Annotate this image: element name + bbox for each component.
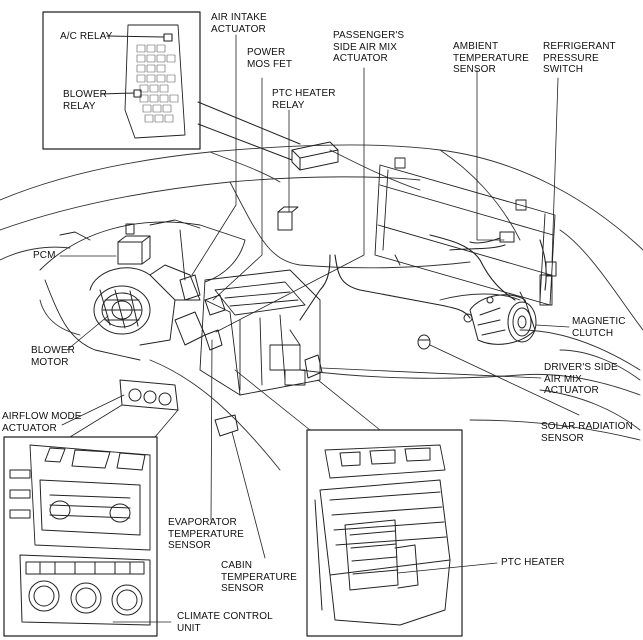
climate-control-unit-inset <box>3 436 158 637</box>
label-ac-relay: A/C RELAY <box>60 31 113 42</box>
dashboard-outline <box>39 219 246 361</box>
label-refrigerant-pressure-switch: REFRIGERANT PRESSURE SWITCH <box>543 41 616 75</box>
label-climate-control-unit: CLIMATE CONTROL UNIT <box>177 611 273 634</box>
refrigerant-lines <box>299 234 547 321</box>
airflow-mode-actuator <box>174 311 206 346</box>
air-intake-actuator <box>179 274 201 301</box>
pcm-module <box>117 223 151 265</box>
label-passengers-side-air-mix-actuator: PASSENGER'S SIDE AIR MIX ACTUATOR <box>333 30 405 64</box>
label-blower-relay: BLOWER RELAY <box>63 89 107 112</box>
label-magnetic-clutch: MAGNETIC CLUTCH <box>572 316 626 339</box>
label-power-mos-fet: POWER MOS FET <box>247 47 293 70</box>
hvac-unit-inset <box>306 429 463 637</box>
refrigerant-pressure-switch <box>545 261 557 277</box>
passengers-air-mix-actuator <box>204 329 223 351</box>
condenser <box>374 157 556 306</box>
label-airflow-mode-actuator: AIRFLOW MODE ACTUATOR <box>2 411 82 434</box>
relay-box-inset <box>42 11 339 171</box>
callout-leaders <box>59 34 580 623</box>
drivers-air-mix-actuator <box>304 354 323 379</box>
ambient-temperature-sensor <box>469 231 515 244</box>
label-ptc-heater-relay: PTC HEATER RELAY <box>272 88 336 111</box>
blower-unit <box>89 264 201 346</box>
label-drivers-side-air-mix-actuator: DRIVER'S SIDE AIR MIX ACTUATOR <box>544 362 618 396</box>
label-ambient-temperature-sensor: AMBIENT TEMPERATURE SENSOR <box>453 41 529 75</box>
compressor <box>463 294 537 345</box>
climate-control-unit-in-vehicle <box>119 379 179 411</box>
hvac-unit <box>199 269 321 396</box>
cabin-temperature-sensor <box>214 414 239 437</box>
ptc-heater-relay <box>277 206 299 231</box>
label-solar-radiation-sensor: SOLAR RADIATION SENSOR <box>541 421 633 444</box>
label-ptc-heater: PTC HEATER <box>501 557 565 568</box>
vehicle-body-outline <box>0 144 643 471</box>
label-evaporator-temperature-sensor: EVAPORATOR TEMPERATURE SENSOR <box>168 517 244 551</box>
label-blower-motor: BLOWER MOTOR <box>31 345 75 368</box>
label-pcm: PCM <box>33 250 56 261</box>
power-mos-fet <box>204 294 226 316</box>
solar-radiation-sensor <box>417 334 431 350</box>
label-cabin-temperature-sensor: CABIN TEMPERATURE SENSOR <box>221 560 297 594</box>
label-air-intake-actuator: AIR INTAKE ACTUATOR <box>211 12 267 35</box>
